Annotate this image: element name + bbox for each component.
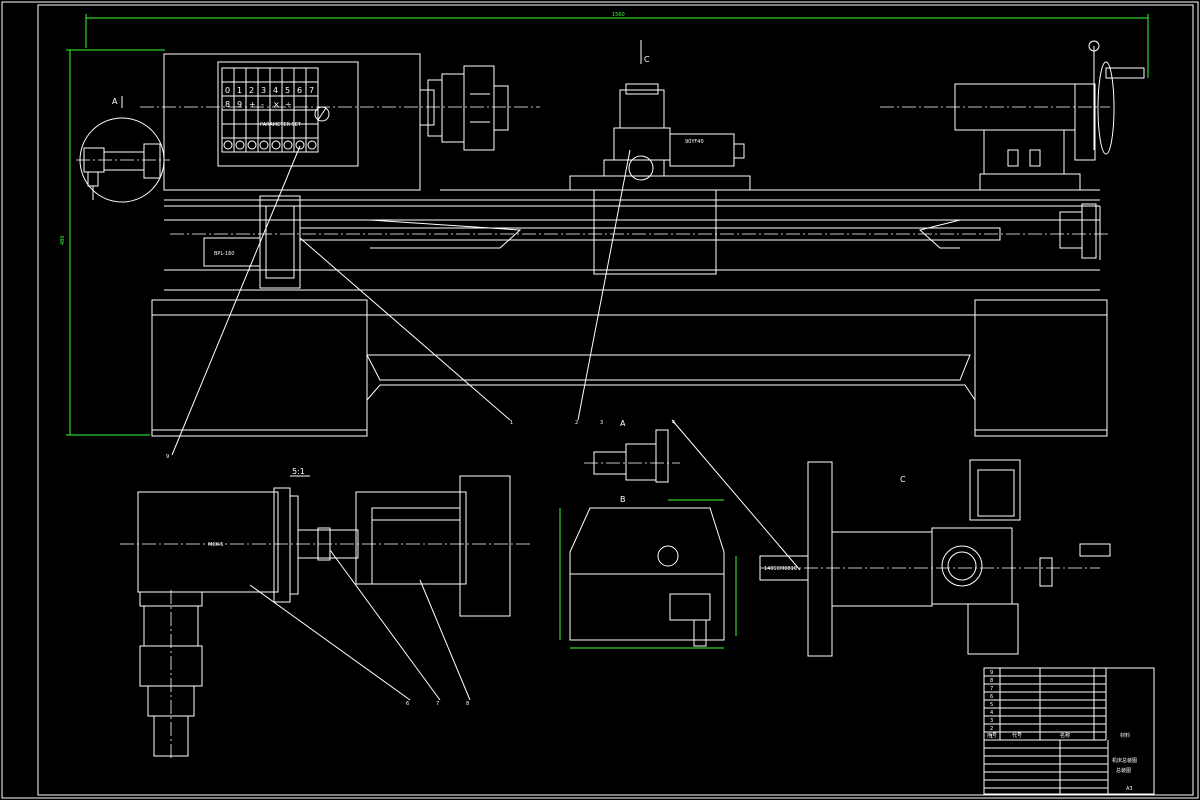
tb-row-number: 3 — [990, 718, 993, 724]
tb-row-number: 1 — [990, 734, 993, 740]
panel-op: - — [261, 100, 264, 109]
svg-text:3: 3 — [600, 420, 603, 426]
motor-label: BPL-160 — [214, 251, 235, 257]
panel-key — [293, 67, 307, 83]
svg-text:480: 480 — [60, 235, 66, 245]
panel-key — [269, 67, 283, 83]
view-c-label: C — [900, 475, 906, 484]
panel-button — [295, 140, 305, 150]
carriage: 90YF40 C — [569, 40, 751, 275]
tb-header-code: 代号 — [1012, 732, 1022, 739]
view-b-label: B — [620, 495, 626, 504]
panel-digit: 2 — [249, 86, 254, 95]
panel-op: + — [249, 100, 256, 109]
panel-button — [283, 140, 293, 150]
headstock — [163, 53, 435, 191]
panel-op: ÷ — [285, 100, 292, 109]
panel-key — [233, 123, 247, 139]
svg-text:7: 7 — [436, 701, 439, 707]
panel-digit: 0 — [225, 86, 230, 95]
worm-motor-label: 90YF40 — [685, 139, 704, 145]
panel-digit: 4 — [273, 86, 278, 95]
section-a-label: A — [112, 97, 118, 106]
view-a-label: A — [620, 419, 626, 428]
panel-key — [281, 67, 295, 83]
panel-button — [271, 140, 281, 150]
panel-op: × — [273, 100, 280, 109]
svg-text:1560: 1560 — [612, 12, 625, 18]
svg-text:2: 2 — [575, 420, 578, 426]
panel-key — [257, 95, 271, 111]
svg-text:8: 8 — [466, 701, 469, 707]
panel-digit: 3 — [261, 86, 266, 95]
cylinder-label: MCK-5 — [208, 542, 224, 548]
tb-header-name: 名称 — [1060, 732, 1070, 739]
panel-key — [245, 123, 259, 139]
panel-key — [257, 67, 271, 83]
lathe-bed — [151, 189, 1108, 437]
view-c-arrow-label: C — [644, 55, 650, 64]
panel-button — [247, 140, 257, 150]
panel-digit: 7 — [309, 86, 314, 95]
tb-scale-label: A3 — [1126, 786, 1133, 792]
panel-key — [293, 95, 307, 111]
panel-button — [235, 140, 245, 150]
panel-op: 8 — [225, 100, 230, 109]
panel-key — [305, 137, 319, 153]
tb-row-number: 7 — [990, 686, 993, 692]
panel-display: PARAMETER SET — [260, 122, 302, 128]
tb-header-left: 序号 — [987, 732, 997, 739]
panel-key — [221, 67, 235, 83]
spindle-chuck — [427, 65, 509, 151]
detail-i: 5:1 MCK-5 — [120, 467, 530, 760]
balloon-numbers: 9 1 2 3 4 6 7 8 — [166, 420, 675, 707]
panel-op: 9 — [237, 100, 242, 109]
panel-key — [305, 123, 319, 139]
tb-row-number: 6 — [990, 694, 993, 700]
title-block: 9 8 7 6 5 4 3 2 1 序号 代号 名称 材料 机床总装图 总装图 A3 — [983, 667, 1155, 795]
tb-row-number: 8 — [990, 678, 993, 684]
tb-row-number: 4 — [990, 710, 993, 716]
overall-dimensions: 1560 480 — [60, 12, 1149, 436]
panel-key — [305, 95, 319, 111]
panel-key — [233, 109, 247, 125]
inner-border — [37, 4, 1194, 796]
panel-key — [245, 109, 259, 125]
panel-digit: 5 — [285, 86, 290, 95]
svg-text:9: 9 — [166, 454, 169, 460]
tb-project-title: 机床总装图 — [1112, 757, 1137, 764]
panel-key — [233, 67, 247, 83]
view-a: A — [584, 419, 680, 483]
panel-digit: 6 — [297, 86, 302, 95]
panel-button — [223, 140, 233, 150]
tb-header-material: 材料 — [1120, 732, 1130, 739]
svg-text:6: 6 — [406, 701, 409, 707]
section-a-detail: A — [76, 96, 170, 203]
tb-row-number: 5 — [990, 702, 993, 708]
panel-key — [221, 123, 235, 139]
lead-screw — [170, 219, 1110, 249]
panel-digit: 1 — [237, 86, 242, 95]
view-b: B — [559, 495, 737, 649]
panel-key — [245, 67, 259, 83]
panel-button — [307, 140, 317, 150]
tailstock — [954, 40, 1145, 260]
detail-scale-label: 5:1 — [292, 467, 305, 476]
svg-text:1: 1 — [510, 420, 513, 426]
tb-sheet-label: 总装图 — [1116, 767, 1131, 774]
panel-button — [259, 140, 269, 150]
view-c: C 14090M0810 — [759, 459, 1111, 657]
panel-key — [305, 67, 319, 83]
panel-key — [221, 109, 235, 125]
tb-row-number: 9 — [990, 670, 993, 676]
feed-motor: BPL-160 — [203, 195, 301, 289]
svg-text:4: 4 — [672, 420, 675, 426]
leader-lines — [171, 145, 801, 701]
tb-row-number: 2 — [990, 726, 993, 732]
bottom-motor-label: 14090M0810 — [764, 566, 797, 572]
